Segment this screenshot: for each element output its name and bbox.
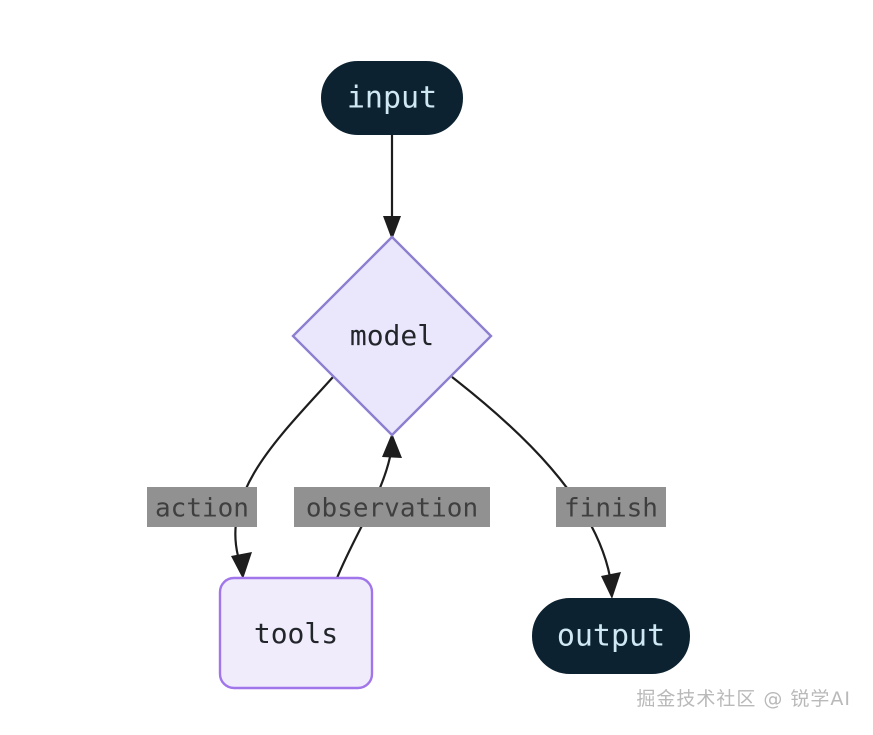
watermark: 掘金技术社区 @ 锐学AI [636,688,851,710]
edge-tools-model-arrowhead [382,433,402,458]
node-output-shape [532,598,690,674]
edge-model-output-path [451,376,612,578]
edge-label-layer: action observation finish [147,487,666,527]
node-model-label: model [350,319,434,352]
node-input-label: input [347,81,437,116]
node-tools-shape [218,576,374,690]
node-input[interactable]: input [321,61,463,135]
edge-model-tools-path [234,376,334,557]
node-model-shape [291,235,493,437]
edge-label-finish: finish [556,487,666,527]
edge-input-model-arrowhead [383,216,401,240]
edge-model-tools[interactable] [231,376,334,579]
node-tools[interactable]: tools [218,576,374,690]
node-input-shape [321,61,463,135]
edge-model-output[interactable] [451,376,621,599]
edge-label-observation: observation [294,487,490,527]
edge-model-output-arrowhead [601,572,621,599]
node-output-label: output [557,619,665,654]
edge-model-tools-arrowhead [231,552,252,579]
edge-label-finish-text: finish [564,494,658,524]
node-tools-label: tools [254,617,338,650]
edge-label-action-text: action [155,494,249,524]
edge-label-action: action [147,487,257,527]
node-model[interactable]: model [291,235,493,437]
node-layer: input model tools output [218,61,690,690]
edge-label-action-bg [147,487,257,527]
edge-label-observation-text: observation [306,494,478,524]
edge-input-model[interactable] [383,134,401,240]
edge-label-observation-bg [294,487,490,527]
edge-label-finish-bg [556,487,666,527]
node-output[interactable]: output [532,598,690,674]
